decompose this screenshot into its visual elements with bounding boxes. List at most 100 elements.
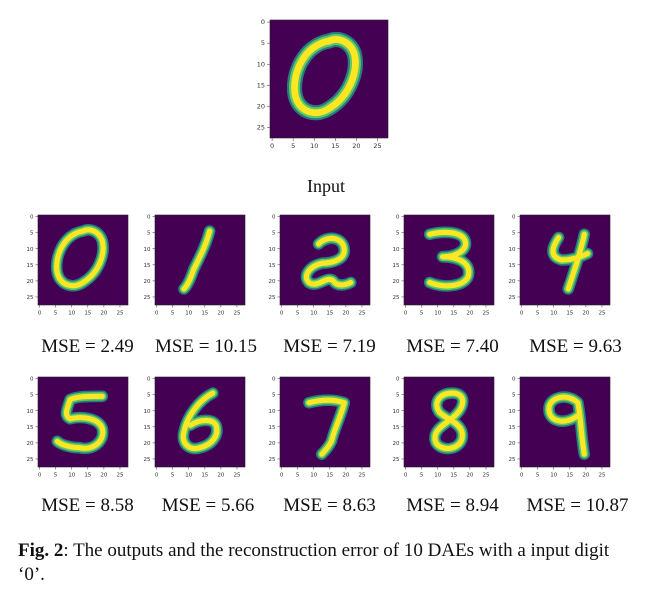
- mse-label-7: MSE = 8.63: [283, 495, 376, 516]
- y-tick-label: 0: [512, 377, 516, 383]
- mse-label-9: MSE = 10.87: [526, 495, 629, 516]
- y-tick-label: 0: [272, 377, 276, 383]
- digit-stroke: [177, 387, 223, 455]
- y-tick-label: 10: [269, 409, 276, 415]
- mse-label-2: MSE = 7.19: [283, 336, 376, 357]
- x-tick-label: 10: [434, 473, 441, 479]
- y-tick-label: 5: [261, 39, 265, 47]
- x-tick-label: 20: [582, 311, 589, 317]
- y-tick-label: 25: [144, 457, 151, 463]
- y-tick-label: 25: [269, 457, 276, 463]
- y-tick-label: 10: [257, 60, 265, 68]
- y-tick-label: 5: [30, 231, 34, 237]
- mse-label-6: MSE = 5.66: [161, 495, 255, 516]
- y-tick-label: 10: [27, 409, 34, 415]
- y-tick-label: 15: [269, 425, 276, 431]
- x-tick-label: 15: [566, 473, 573, 479]
- y-tick-label: 5: [396, 231, 400, 237]
- x-tick-label: 20: [342, 473, 349, 479]
- y-tick-label: 25: [393, 457, 400, 463]
- y-tick-label: 25: [27, 457, 34, 463]
- x-tick-label: 5: [54, 311, 58, 317]
- x-tick-label: 5: [296, 311, 300, 317]
- y-tick-label: 25: [393, 295, 400, 301]
- x-tick-label: 0: [520, 473, 524, 479]
- mse-label-1: MSE = 10.15: [154, 336, 258, 357]
- y-tick-label: 15: [393, 425, 400, 431]
- caption-text: : The outputs and the reconstruction err…: [18, 540, 610, 585]
- digit-stroke: [50, 224, 109, 292]
- x-tick-label: 10: [550, 473, 557, 479]
- y-tick-label: 10: [393, 409, 400, 415]
- y-tick-label: 10: [393, 247, 400, 253]
- x-tick-label: 10: [310, 142, 318, 150]
- x-tick-label: 10: [550, 311, 557, 317]
- digit-stroke: [300, 232, 357, 291]
- y-tick-label: 10: [144, 247, 151, 253]
- x-tick-label: 0: [520, 311, 524, 317]
- x-tick-label: 20: [100, 473, 107, 479]
- mse-label-5: MSE = 8.58: [41, 495, 134, 516]
- x-tick-label: 25: [373, 142, 381, 150]
- x-tick-label: 15: [566, 311, 573, 317]
- y-tick-label: 20: [269, 441, 276, 447]
- x-tick-label: 25: [598, 473, 605, 479]
- x-tick-label: 0: [404, 311, 408, 317]
- x-tick-label: 20: [217, 311, 224, 317]
- x-tick-label: 0: [155, 473, 159, 479]
- x-tick-label: 10: [68, 311, 75, 317]
- x-tick-label: 10: [185, 311, 192, 317]
- digit-stroke: [429, 387, 469, 455]
- y-tick-label: 25: [269, 295, 276, 301]
- y-tick-label: 5: [30, 393, 34, 399]
- y-tick-label: 0: [30, 377, 34, 383]
- x-tick-label: 20: [342, 311, 349, 317]
- x-tick-label: 10: [68, 473, 75, 479]
- x-tick-label: 20: [217, 473, 224, 479]
- x-tick-label: 5: [536, 311, 540, 317]
- y-tick-label: 5: [147, 231, 151, 237]
- x-tick-label: 10: [434, 311, 441, 317]
- x-tick-label: 5: [54, 473, 58, 479]
- x-tick-label: 5: [420, 473, 424, 479]
- y-tick-label: 0: [147, 215, 151, 221]
- mse-label-0: MSE = 2.49: [41, 336, 134, 357]
- mse-label-3: MSE = 7.40: [406, 336, 499, 357]
- y-tick-label: 5: [512, 393, 516, 399]
- x-tick-label: 0: [404, 473, 408, 479]
- x-tick-label: 15: [326, 311, 333, 317]
- y-tick-label: 10: [27, 247, 34, 253]
- input-label: Input: [307, 176, 345, 196]
- y-tick-label: 0: [261, 18, 265, 26]
- y-tick-label: 20: [257, 102, 265, 110]
- x-tick-label: 25: [358, 473, 365, 479]
- x-tick-label: 15: [450, 473, 457, 479]
- x-tick-label: 15: [201, 311, 208, 317]
- y-tick-label: 15: [27, 263, 34, 269]
- y-tick-label: 15: [257, 81, 265, 89]
- y-tick-label: 0: [147, 377, 151, 383]
- mse-label-8: MSE = 8.94: [406, 495, 499, 516]
- x-tick-label: 5: [291, 142, 295, 150]
- y-tick-label: 0: [396, 377, 400, 383]
- x-tick-label: 20: [466, 311, 473, 317]
- y-tick-label: 10: [144, 409, 151, 415]
- y-tick-label: 20: [509, 279, 516, 285]
- y-tick-label: 5: [147, 393, 151, 399]
- y-tick-label: 15: [144, 263, 151, 269]
- digit-stroke: [423, 226, 475, 292]
- x-tick-label: 20: [466, 473, 473, 479]
- figure-caption: Fig. 2: The outputs and the reconstructi…: [18, 539, 638, 587]
